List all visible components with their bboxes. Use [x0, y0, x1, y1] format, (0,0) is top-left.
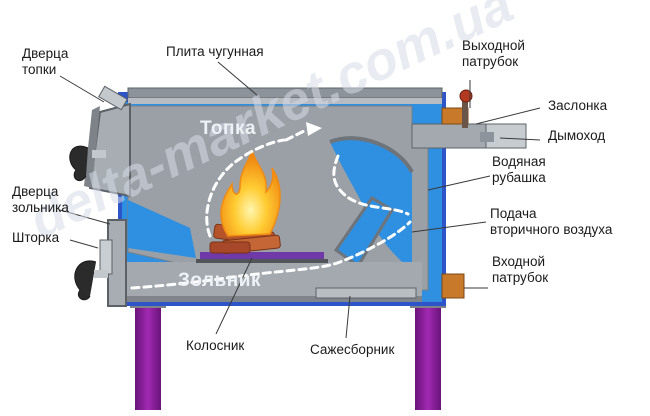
front-water-channel [128, 200, 196, 258]
ashpit-label: Зольник [178, 270, 261, 291]
outlet-pipe-label: Выходной патрубок [462, 38, 525, 69]
cast-iron-plate-label: Плита чугунная [166, 44, 264, 59]
deflector-plate [333, 195, 395, 269]
shutter-label: Шторка [12, 230, 60, 245]
water-jacket-label: Водяная рубашка [492, 154, 546, 185]
outlet-pipe-fitting [441, 89, 473, 128]
ash-door [74, 219, 127, 307]
inlet-pipe-label: Входной патрубок [492, 254, 549, 285]
boiler-legs [130, 298, 446, 410]
firebox-label: Топка [200, 118, 257, 139]
firebox-door [69, 85, 131, 198]
airflow-arrows [130, 128, 412, 290]
damper-label: Заслонка [548, 98, 608, 113]
soot-collector-tray [315, 287, 417, 299]
firebox-door-label: Дверца топки [22, 46, 69, 77]
airflow-arrow-head [306, 122, 322, 136]
grate-bar [200, 252, 324, 259]
callout-lines [59, 61, 541, 339]
chimney-label: Дымоход [548, 128, 606, 143]
chimney-flue [411, 123, 527, 149]
inlet-pipe-fitting [441, 273, 465, 299]
ash-door-label: Дверца зольника [12, 184, 69, 215]
cast-iron-plate [127, 87, 443, 99]
soot-collector-label: Сажесборник [310, 342, 395, 357]
grate-label: Колосник [186, 338, 245, 353]
secondary-air-label: Подача вторичного воздуха [490, 206, 613, 237]
